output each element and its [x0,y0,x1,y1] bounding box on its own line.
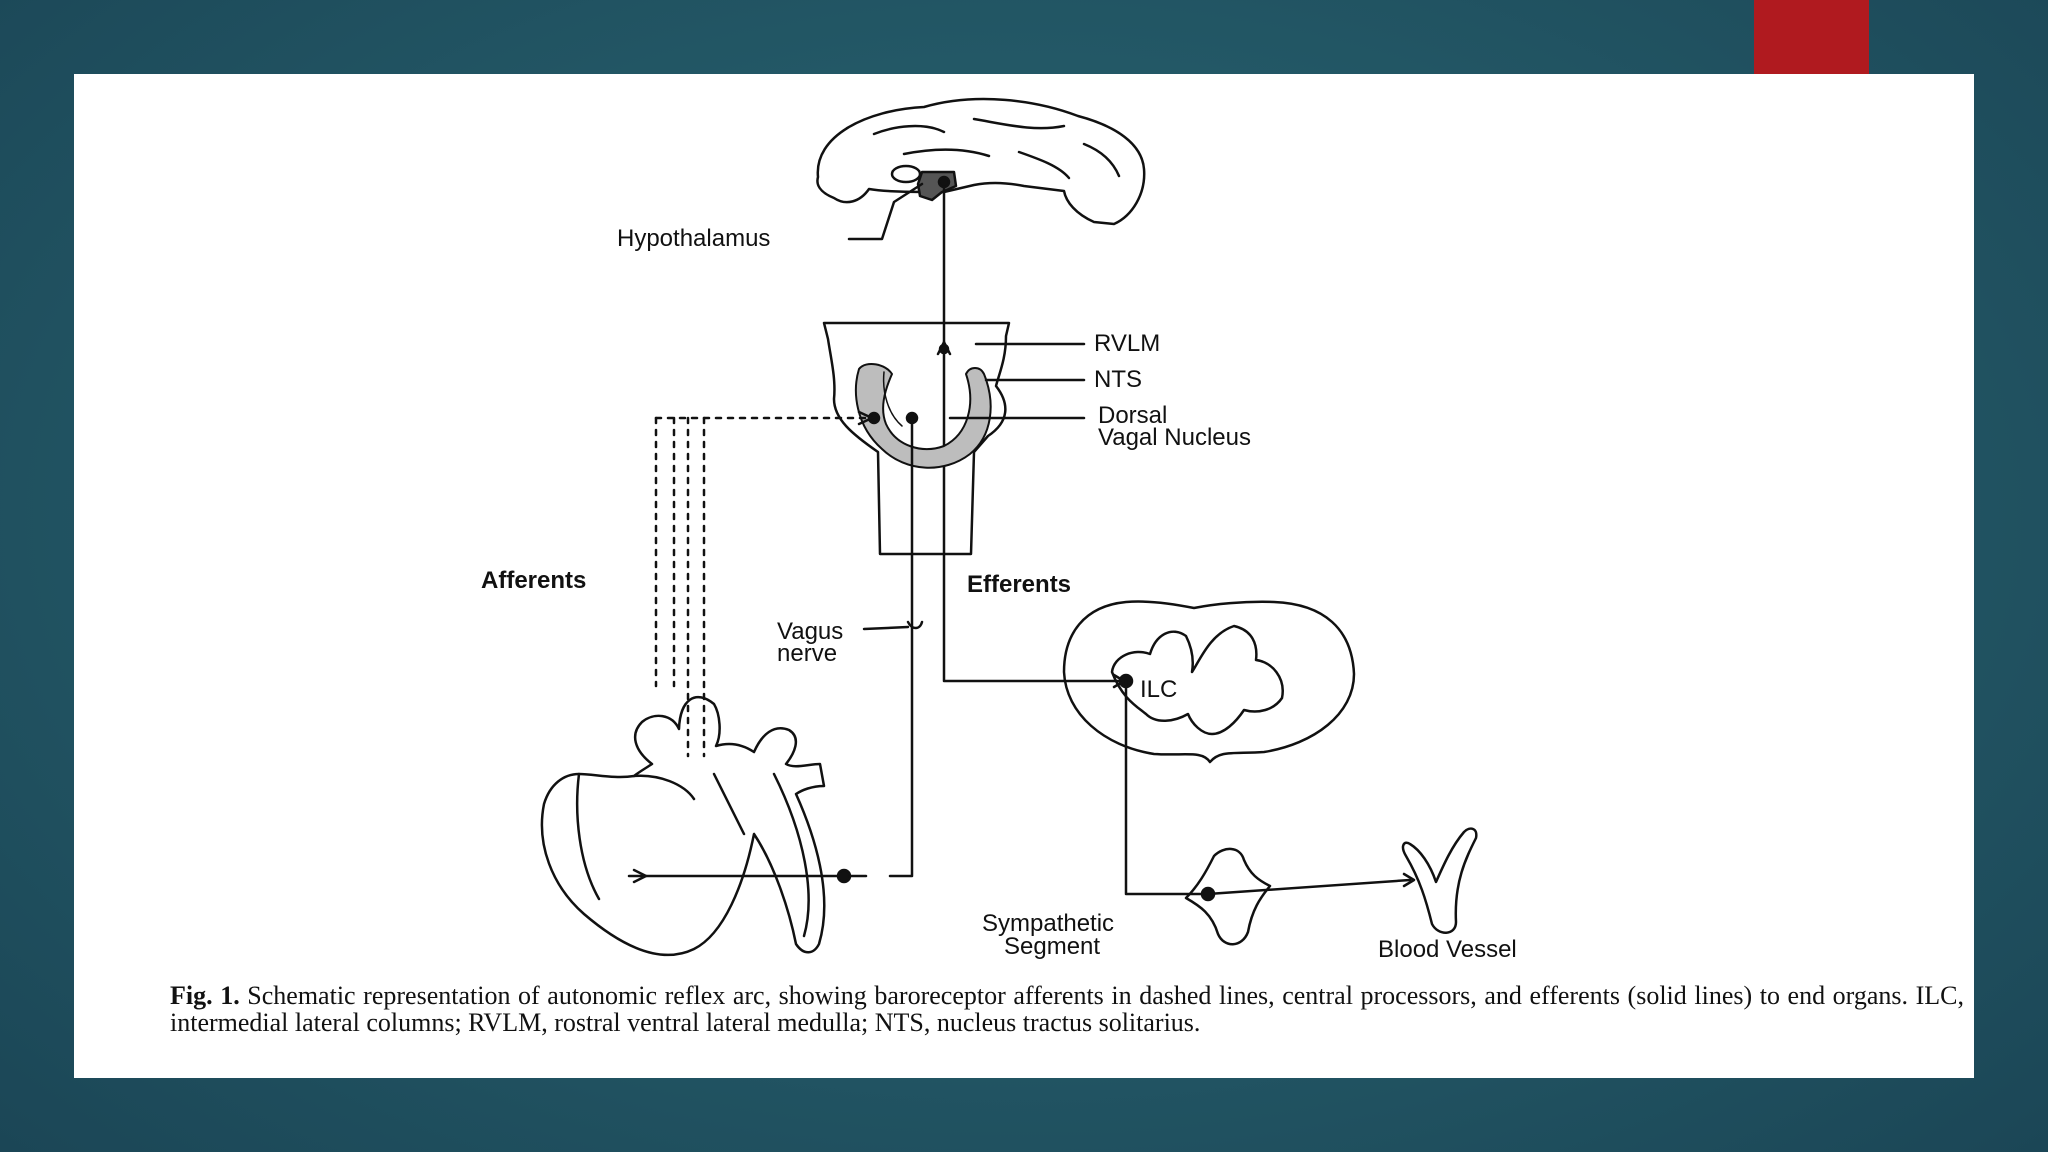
sympathetic-efferent-line [1124,679,1412,896]
nts-nucleus-shape [854,362,992,469]
label-rvlm: RVLM [1094,330,1161,357]
label-afferents: Afferents [481,567,587,594]
vagus-nerve-line [888,416,914,878]
spinal-cord-icon [1062,600,1356,764]
hypothalamus-leader [847,182,924,241]
hypothalamus-shape [916,170,958,202]
label-dorsal: Dorsal [1098,402,1168,429]
label-blood-vessel: Blood Vessel [1378,936,1517,963]
caption-fig-label: Fig. 1. [170,981,240,1010]
afferent-dashed-lines [654,416,878,758]
label-nerve: nerve [777,640,838,667]
heart-icon [540,695,826,957]
caption-text: Schematic representation of autonomic re… [170,981,1964,1037]
label-hypothalamus: Hypothalamus [617,225,771,252]
reflex-arc-diagram [540,97,1478,957]
label-nts: NTS [1094,366,1142,393]
label-ilc: ILC [1140,676,1178,703]
label-efferents: Efferents [967,571,1072,598]
ganglion-icon [1184,847,1272,946]
figure-panel: Hypothalamus RVLM NTS Dorsal Vagal Nucle… [74,74,1974,1078]
label-vagal-nucleus: Vagal Nucleus [1098,424,1251,451]
brainstem-icon [822,321,1011,556]
label-segment: Segment [1004,933,1101,960]
brain-icon [816,97,1146,226]
label-sympathetic: Sympathetic [982,910,1115,937]
blood-vessel-icon [1401,827,1478,934]
figure-caption: Fig. 1. Schematic representation of auto… [170,982,1964,1036]
label-vagus: Vagus [777,618,844,645]
accent-tab [1754,0,1869,74]
